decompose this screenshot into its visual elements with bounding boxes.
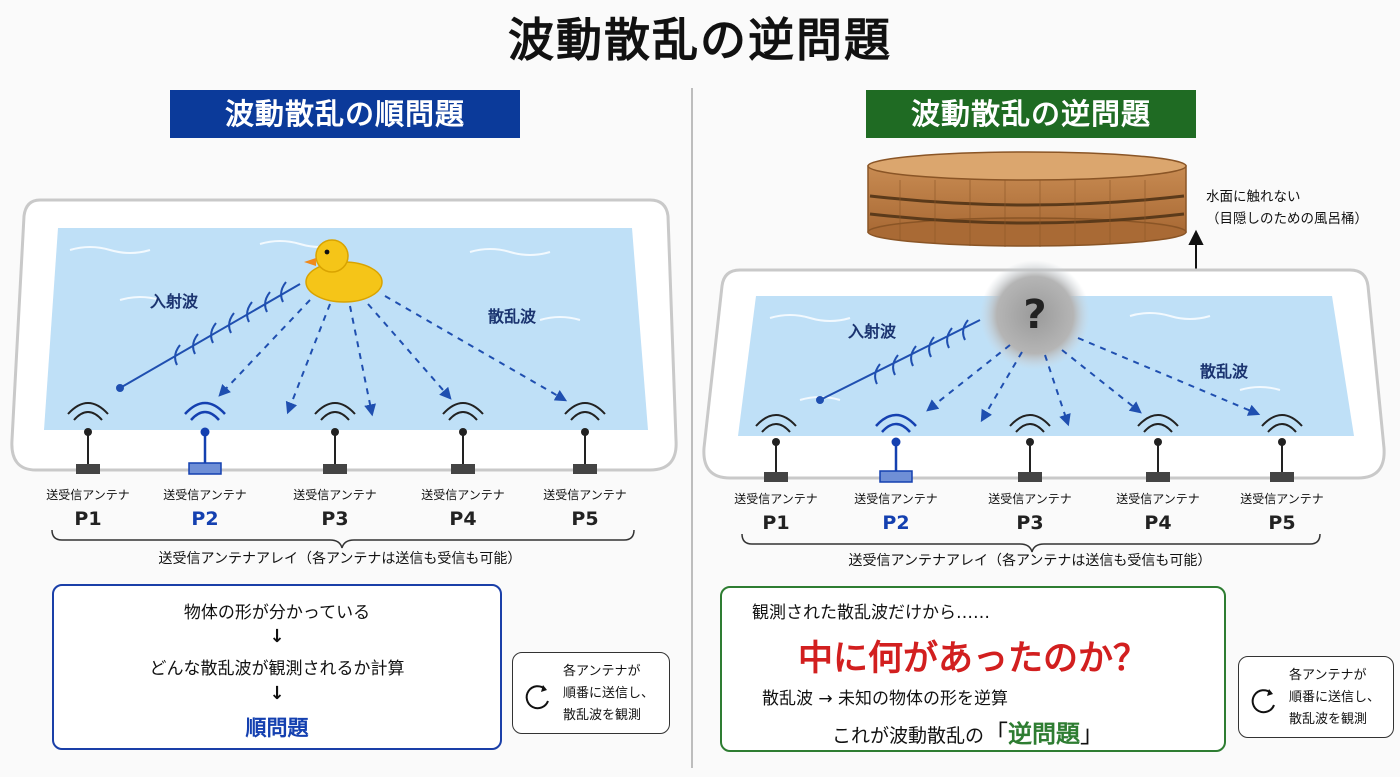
- right-incident-wave: [816, 319, 981, 404]
- note-line: 散乱波を観測: [1289, 712, 1368, 727]
- left-water-surface: [44, 228, 648, 430]
- antenna-p3: [1009, 414, 1051, 482]
- antenna-label: 送受信アンテナ: [163, 488, 247, 502]
- tub-note-line: （目隠しのための風呂桶）: [1206, 211, 1368, 227]
- inverse-problem-banner: 波動散乱の逆問題: [866, 90, 1196, 138]
- antenna-id: P4: [1144, 512, 1172, 534]
- antenna-p4: [442, 402, 484, 474]
- conclusion-text: これが波動散乱の: [832, 725, 985, 747]
- antenna-p3: [314, 402, 356, 474]
- antenna-label: 送受信アンテナ: [293, 488, 377, 502]
- antenna-label: 送受信アンテナ: [1240, 492, 1324, 506]
- unknown-mark: ?: [1023, 292, 1047, 338]
- note-line: 各アンテナが: [563, 664, 641, 679]
- right-scattered-waves: [926, 337, 1261, 427]
- antenna-id: P1: [762, 512, 790, 534]
- antenna-id: P5: [1268, 512, 1296, 534]
- left-cycle-note: 各アンテナが 順番に送信し、 散乱波を観測: [512, 652, 670, 734]
- note-line: 順番に送信し、: [1289, 690, 1381, 705]
- antenna-label: 送受信アンテナ: [543, 488, 627, 502]
- down-arrow-icon: ↓: [269, 683, 285, 704]
- conclusion-keyword: 逆問題: [1008, 720, 1081, 748]
- antenna-label: 送受信アンテナ: [421, 488, 505, 502]
- inverse-conclusion: これが波動散乱の「逆問題」: [832, 714, 1104, 749]
- antenna-label: 送受信アンテナ: [854, 492, 938, 506]
- inverse-question: 中に何があったのか？: [797, 639, 1148, 679]
- left-array-brace: [51, 529, 635, 549]
- right-incident-label: 入射波: [848, 322, 897, 341]
- right-cycle-note: 各アンテナが 順番に送信し、 散乱波を観測: [1238, 656, 1394, 738]
- inverse-intro: 観測された散乱波だけから……: [752, 603, 990, 623]
- page-title: 波動散乱の逆問題: [508, 13, 892, 67]
- left-incident-label: 入射波: [150, 292, 199, 311]
- forward-step-1: 物体の形が分かっている: [183, 603, 371, 623]
- unknown-object-cloud: [980, 260, 1090, 370]
- right-array-brace: [741, 533, 1321, 553]
- down-arrow-icon: ↓: [269, 626, 285, 647]
- right-antenna-row: [755, 413, 1303, 483]
- antenna-id: P4: [449, 508, 477, 530]
- note-line: 散乱波を観測: [563, 708, 642, 723]
- left-array-caption: 送受信アンテナアレイ（各アンテナは送信も受信も可能）: [158, 551, 522, 567]
- antenna-label: 送受信アンテナ: [46, 488, 130, 502]
- note-line: 順番に送信し、: [563, 686, 655, 701]
- antenna-label: 送受信アンテナ: [734, 492, 818, 506]
- antenna-p2: [184, 401, 226, 475]
- center-divider: [691, 88, 693, 768]
- antenna-p1: [755, 414, 797, 482]
- right-array-caption: 送受信アンテナアレイ（各アンテナは送信も受信も可能）: [848, 553, 1212, 569]
- cycle-icon: [525, 685, 549, 710]
- antenna-p1: [67, 402, 109, 474]
- antenna-id: P3: [1016, 512, 1044, 534]
- quote-close: 」: [1080, 720, 1105, 748]
- antenna-id: P2: [191, 508, 219, 530]
- inverse-step: 散乱波 → 未知の物体の形を逆算: [762, 689, 1009, 709]
- left-incident-wave: [116, 281, 301, 392]
- forward-problem-banner: 波動散乱の順問題: [170, 90, 520, 138]
- antenna-id: P5: [571, 508, 599, 530]
- left-scattered-label: 散乱波: [488, 307, 537, 326]
- antenna-p2: [875, 413, 917, 483]
- antenna-p5: [564, 402, 606, 474]
- forward-problem-box: 物体の形が分かっている ↓ どんな散乱波が観測されるか計算 ↓ 順問題: [52, 584, 502, 750]
- left-water-tank: [10, 198, 678, 472]
- tub-note-line: 水面に触れない: [1206, 189, 1301, 205]
- forward-result: 順問題: [245, 716, 309, 740]
- note-line: 各アンテナが: [1289, 668, 1367, 683]
- wooden-tub-cover: [867, 151, 1187, 247]
- right-scattered-label: 散乱波: [1200, 362, 1249, 381]
- left-scattered-waves: [218, 295, 568, 417]
- inverse-problem-box: 観測された散乱波だけから…… 中に何があったのか？ 散乱波 → 未知の物体の形を…: [720, 586, 1226, 752]
- antenna-p4: [1137, 414, 1179, 482]
- antenna-id: P1: [74, 508, 102, 530]
- quote-open: 「: [984, 720, 1009, 748]
- forward-step-2: どんな散乱波が観測されるか計算: [149, 659, 405, 679]
- left-antenna-row: [67, 401, 606, 475]
- cycle-icon: [1251, 689, 1275, 714]
- tub-note: 水面に触れない （目隠しのための風呂桶）: [1206, 186, 1368, 230]
- antenna-label: 送受信アンテナ: [988, 492, 1072, 506]
- antenna-id: P3: [321, 508, 349, 530]
- antenna-id: P2: [882, 512, 910, 534]
- antenna-label: 送受信アンテナ: [1116, 492, 1200, 506]
- rubber-duck: [304, 239, 383, 303]
- antenna-p5: [1261, 414, 1303, 482]
